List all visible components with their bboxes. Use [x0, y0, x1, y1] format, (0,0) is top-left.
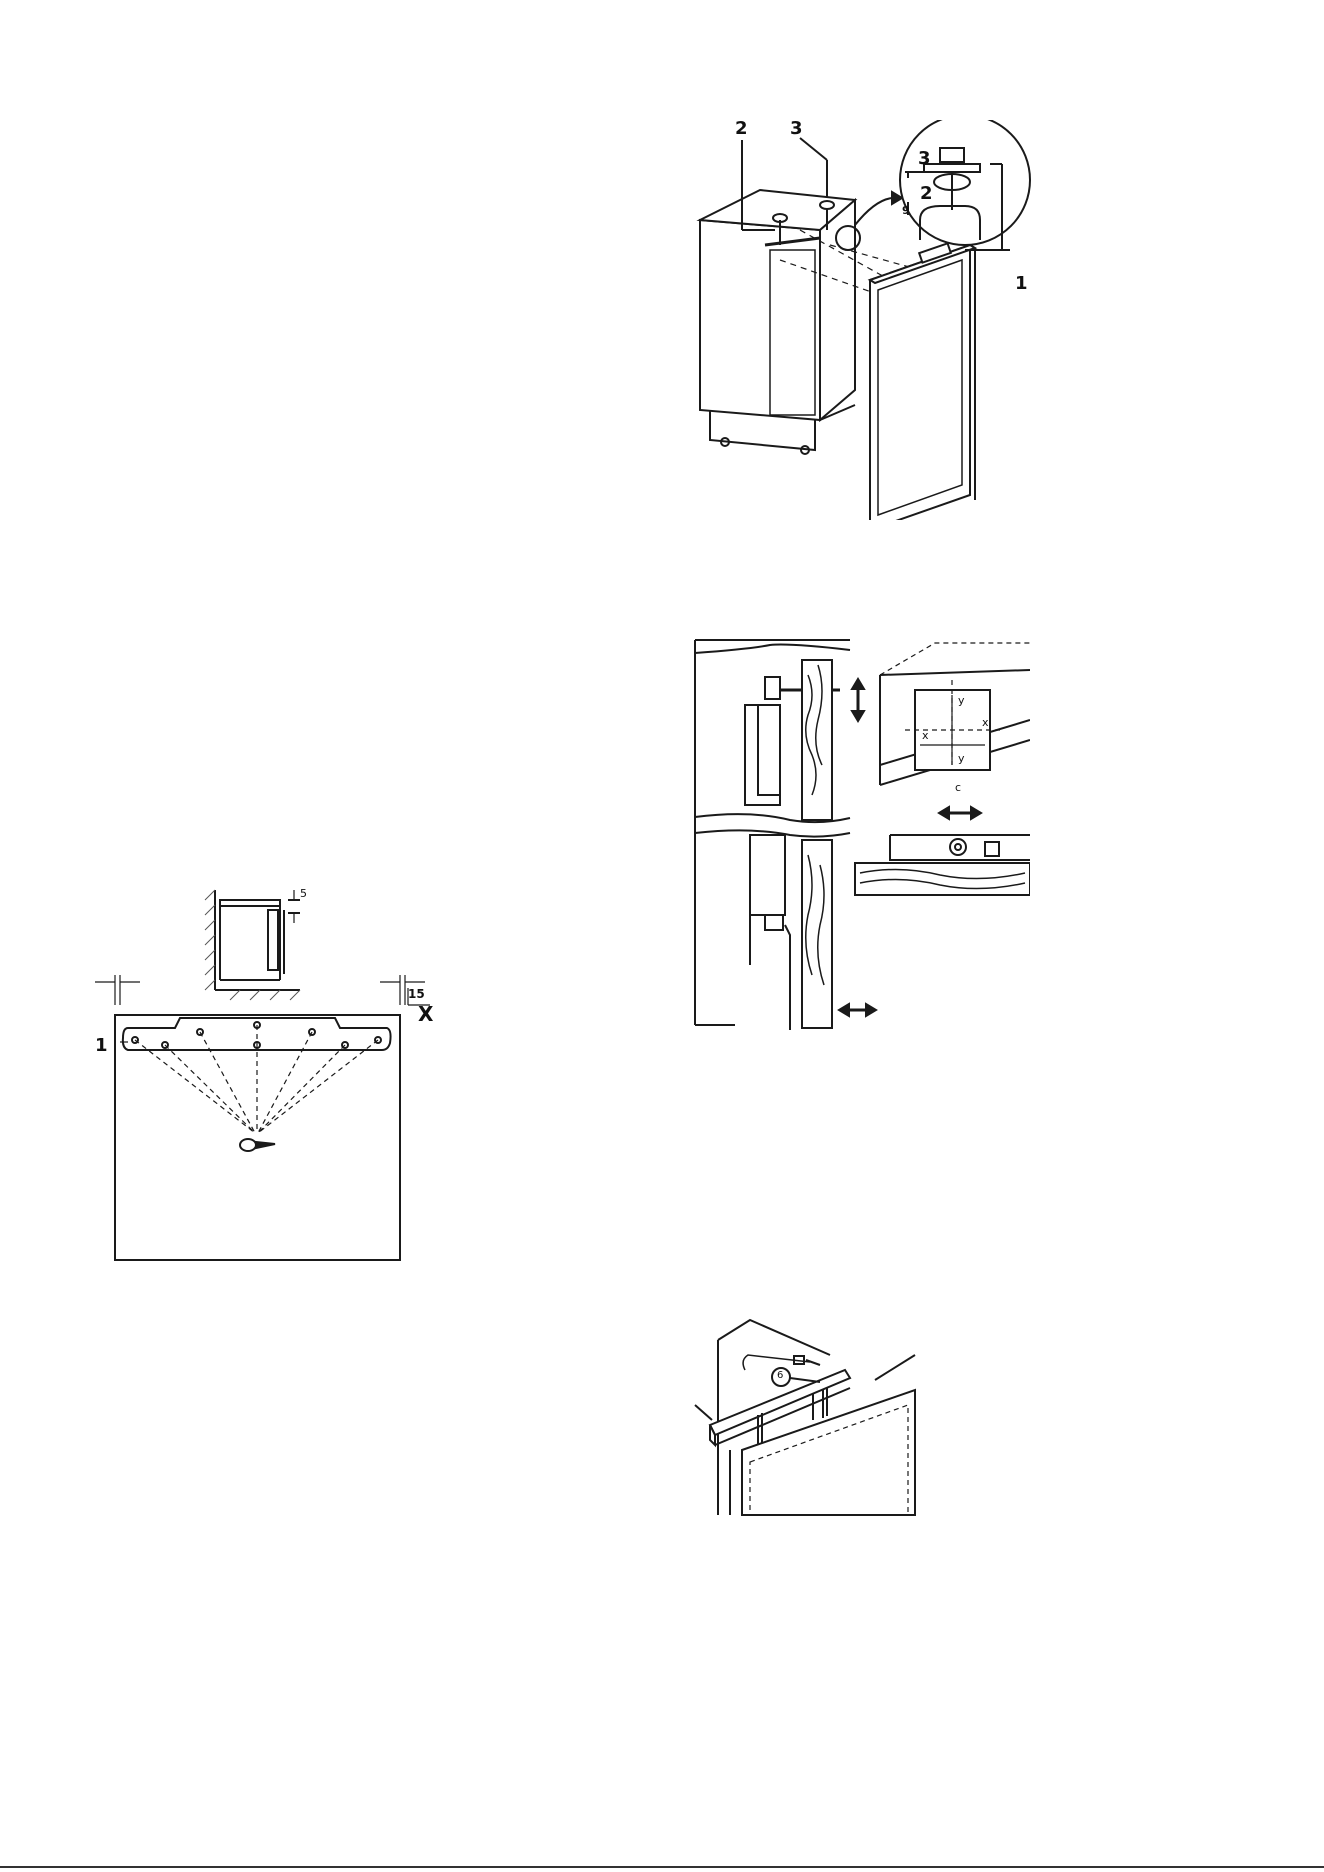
hinge-adjustment-drawing — [690, 635, 1030, 1030]
door-mounting-drawing — [680, 120, 1040, 520]
label-y-top: y — [958, 695, 965, 706]
label-y-bottom: y — [958, 753, 965, 764]
dimension-15: 15 — [408, 988, 425, 1000]
label-1: 1 — [95, 1037, 108, 1055]
inset-label-3: 3 — [918, 150, 931, 168]
label-x: X — [418, 1004, 433, 1024]
inset-label-2: 2 — [920, 185, 933, 203]
label-c: c — [955, 782, 961, 793]
label-x-left: x — [922, 730, 929, 741]
label-2: 2 — [735, 120, 748, 138]
figure-trim-strip: 6 — [690, 1300, 930, 1520]
bracket-template-drawing — [90, 880, 430, 1270]
trim-strip-drawing — [690, 1300, 930, 1520]
label-1: 1 — [1015, 275, 1028, 293]
figure-door-mounting: 2 3 3 2 9 1 — [680, 120, 1040, 520]
figure-hinge-adjustment: y x x y c — [690, 635, 1030, 1030]
label-6: 6 — [777, 1371, 783, 1381]
figure-bracket-template: 5 15 X 1 — [90, 880, 430, 1270]
label-x-right: x — [982, 717, 989, 728]
page-bottom-rule — [0, 1866, 1324, 1868]
label-3: 3 — [790, 120, 803, 138]
dimension-5: 5 — [300, 888, 307, 899]
inset-dimension-9: 9 — [902, 205, 910, 216]
